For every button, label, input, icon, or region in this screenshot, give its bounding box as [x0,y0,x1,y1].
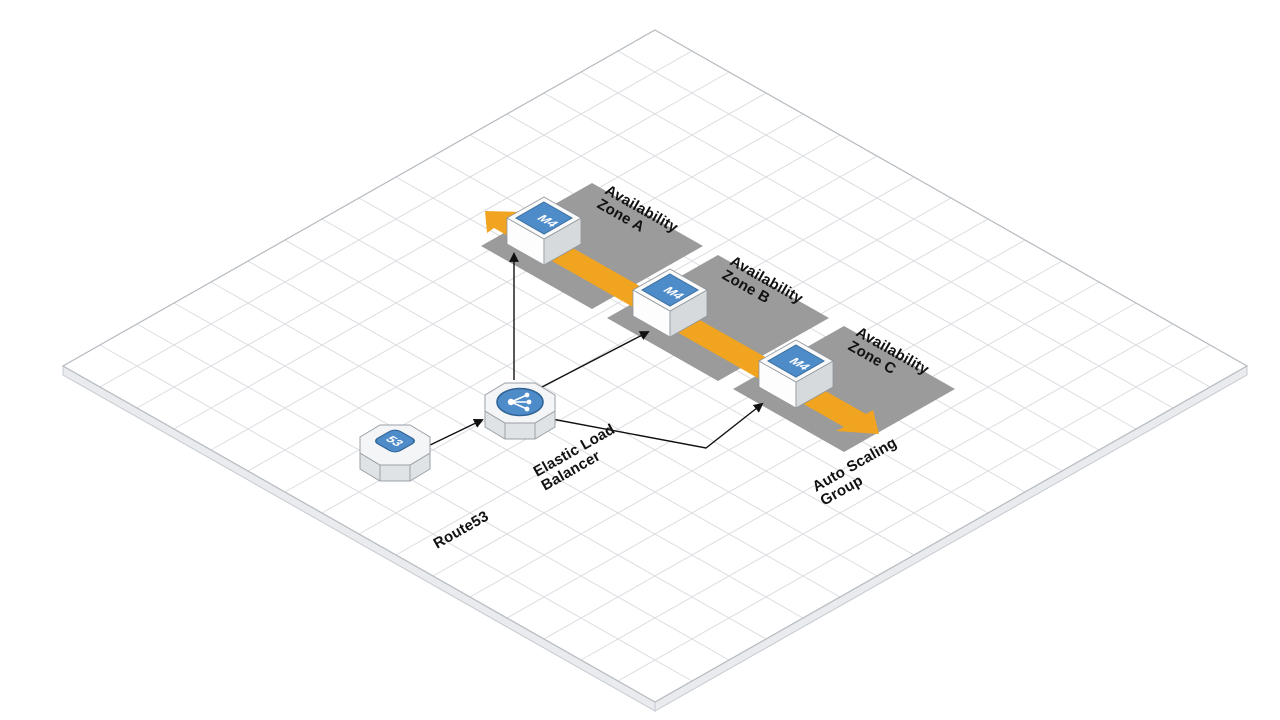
connector-route53-elb [425,418,484,448]
elb-network-glyph [507,392,532,412]
elb-side-seams [504,423,536,439]
ec2-instance-1: M4 [506,196,582,266]
ec2-instance-2-blue-panel [640,273,700,307]
connectors [425,252,764,449]
route53-side-seams [379,465,411,481]
ec2-instance-1-blue-panel [514,201,574,235]
route53-badge [375,429,415,453]
ec2-instance-3-blue-panel [766,344,826,378]
connector-elb-instance2 [539,331,650,389]
ec2-instance-3: M4 [758,339,834,409]
route53-icon: 53 [359,424,431,482]
ec2-instance-2: M4 [632,268,708,338]
floor-outline [61,29,1249,703]
connector-elb-instance3 [535,402,764,449]
floor [61,29,1249,712]
elb-icon [484,382,556,440]
